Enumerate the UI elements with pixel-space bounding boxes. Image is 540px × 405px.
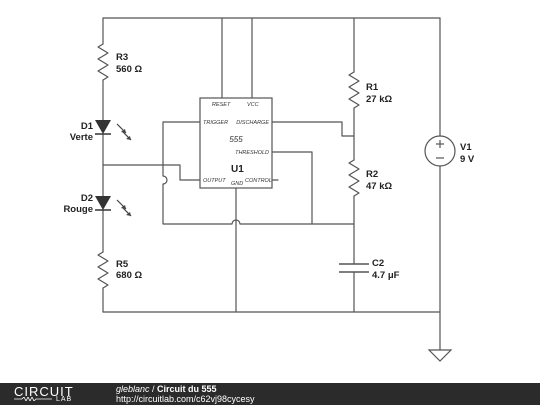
r5-value: 680 Ω [116,270,142,281]
c2-value: 4.7 μF [372,270,400,281]
r1-ref: R1 [366,82,379,93]
circuitlab-logo-subtitle: LAB [56,396,73,403]
ic-555-body [199,97,273,189]
resistor-r3 [97,43,109,81]
pin-output-label: OUTPUT [203,178,226,184]
circuitlab-logo[interactable]: CIRCUIT [14,384,74,399]
wire-discharge [271,121,355,137]
d1-ref: D1 [81,121,94,132]
v1-ref: V1 [460,142,472,153]
d2-value: Rouge [63,204,93,215]
led-d1 [95,120,132,141]
c2-ref: C2 [372,258,384,269]
wire-output [102,164,201,181]
circuit-title[interactable]: Circuit du 555 [157,384,217,394]
chip-ref-label: U1 [231,164,244,175]
pin-gnd-label: GND [231,181,243,187]
meta-separator: / [149,384,158,394]
author-name[interactable]: gleblanc [116,384,150,394]
r5-ref: R5 [116,259,129,270]
resistor-r1 [348,71,360,109]
pin-discharge-label: DISCHARGE [236,120,269,126]
ground-icon [427,349,453,362]
resistor-r2 [348,159,360,197]
voltage-source-v1 [424,135,456,167]
pin-threshold-label: THRESHOLD [235,150,269,156]
logo-resistor-icon [14,397,52,401]
wire-trigger [162,121,355,225]
d1-value: Verte [70,132,93,143]
r2-ref: R2 [366,169,378,180]
pin-trigger-label: TRIGGER [203,120,228,126]
schematic-diagram: RESET VCC TRIGGER DISCHARGE 555 THRESHOL… [63,17,475,362]
pin-reset-label: RESET [212,102,231,108]
wire-threshold [271,151,313,225]
resistor-r5 [97,251,109,289]
r3-value: 560 Ω [116,64,142,75]
r1-value: 27 kΩ [366,94,392,105]
d2-ref: D2 [81,193,93,204]
r2-value: 47 kΩ [366,181,392,192]
r3-ref: R3 [116,52,128,63]
circuit-url[interactable]: http://circuitlab.com/c62vj98cycesy [116,394,255,404]
chip-type-label: 555 [229,135,243,144]
pin-vcc-label: VCC [247,102,259,108]
v1-value: 9 V [460,154,475,165]
led-d2 [95,196,132,217]
pin-control-label: CONTROL [245,178,272,184]
capacitor-c2 [339,263,369,273]
circuit-meta: gleblanc / Circuit du 555 [116,384,217,394]
footer-bar: CIRCUIT LAB gleblanc / Circuit du 555 ht… [0,383,540,405]
